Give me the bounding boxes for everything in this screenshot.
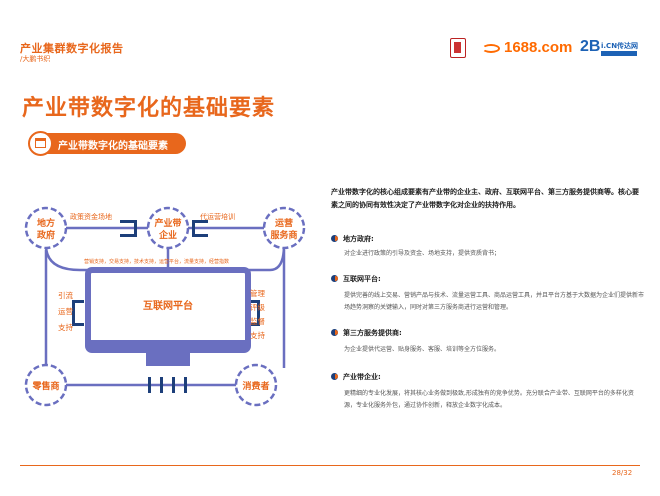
logo-2b-sub: i.CN传达网 bbox=[601, 42, 639, 50]
platform-label: 互联网平台 bbox=[143, 299, 193, 312]
gov-ent-link-label: 政策资金场地 bbox=[70, 212, 112, 221]
ent-ops-link-label: 代运营培训 bbox=[200, 212, 235, 221]
report-subtitle: /大鹏书织 bbox=[20, 55, 51, 63]
right-label-4: 支持 bbox=[250, 330, 265, 340]
right-label-2: 评级 bbox=[250, 302, 265, 312]
node-ops-line1: 运营 bbox=[275, 217, 293, 229]
bullet-gov-body: 对企业进行政策的引导及资金、场地支持，提供资质背书； bbox=[344, 250, 501, 257]
node-gov-line1: 地方 bbox=[37, 217, 55, 229]
left-label-2: 运营 bbox=[58, 306, 73, 316]
footer-divider bbox=[20, 465, 640, 466]
node-retail-circle bbox=[24, 363, 68, 407]
node-ent-line2: 企业 bbox=[158, 229, 177, 241]
node-consumer-label: 消费者 bbox=[242, 380, 269, 392]
bullet-dot-icon bbox=[331, 275, 338, 282]
right-label-1: 管理 bbox=[250, 288, 265, 298]
report-title: 产业集群数字化报告 bbox=[20, 42, 124, 55]
bullet-thirdparty-title-text: 第三方服务提供商: bbox=[343, 329, 402, 337]
section-label: 产业带数字化的基础要素 bbox=[58, 141, 168, 152]
left-label-1: 引流 bbox=[58, 290, 73, 300]
right-label-3: 监督 bbox=[250, 316, 265, 326]
bullet-enterprise-title-text: 产业带企业: bbox=[343, 373, 381, 381]
page-title: 产业带数字化的基础要素 bbox=[22, 96, 276, 121]
node-consumer-circle bbox=[234, 363, 278, 407]
node-ent-circle bbox=[146, 206, 190, 250]
node-ops-circle bbox=[262, 206, 306, 250]
bullet-enterprise-body: 更精细的专业化发展，将其核心业务做到极致,形成独有的竞争优势。充分联合产业带、互… bbox=[344, 390, 634, 409]
bullet-gov-title-text: 地方政府: bbox=[343, 235, 374, 243]
bullet-dot-icon bbox=[331, 329, 338, 336]
bullet-enterprise-title: 产业带企业: bbox=[331, 372, 381, 382]
logo-2b: 2B bbox=[580, 38, 601, 55]
internet-platform-monitor bbox=[85, 267, 251, 366]
services-line-label: 营销支持，交易支持，技术支持，运营平台，流量支持，经营指数 bbox=[84, 258, 229, 265]
bullet-gov-title: 地方政府: bbox=[331, 234, 374, 244]
logo-2b-bar bbox=[601, 51, 637, 56]
bullet-thirdparty-body: 为企业提供代运营、贴身服务、客服、培训等全方位服务。 bbox=[344, 346, 501, 353]
bullet-platform-body: 提供完善的线上交易、营销产品与技术、流量运营工具、商品运营工具，并且平台方基于大… bbox=[344, 292, 645, 311]
bullet-platform-title: 互联网平台: bbox=[331, 274, 381, 284]
section-icon-circle bbox=[28, 131, 53, 156]
node-ops-line2: 服务商 bbox=[270, 229, 297, 241]
bullet-dot-icon bbox=[331, 373, 338, 380]
bullet-thirdparty-title: 第三方服务提供商: bbox=[331, 328, 402, 338]
bullet-platform-title-text: 互联网平台: bbox=[343, 275, 381, 283]
page-number: 28/32 bbox=[612, 469, 633, 477]
ecosystem-diagram: 互联网平台 地方 政府 产业带 企业 运营 服务商 零售商 消费者 政策资金场地… bbox=[24, 206, 306, 407]
alibaba-logo bbox=[482, 44, 500, 53]
left-label-3: 支持 bbox=[58, 322, 73, 332]
connector-glyphs bbox=[72, 220, 260, 393]
intro-paragraph: 产业带数字化的核心组成要素有产业带的企业主、政府、互联网平台、第三方服务提供商等… bbox=[331, 188, 639, 209]
node-retail-label: 零售商 bbox=[31, 380, 59, 392]
node-gov-circle bbox=[24, 206, 68, 250]
node-gov-line2: 政府 bbox=[37, 229, 55, 241]
logo-1688: 1688.com bbox=[504, 39, 573, 56]
bullet-dot-icon bbox=[331, 235, 338, 242]
node-ent-line1: 产业带 bbox=[154, 217, 181, 229]
building-icon bbox=[35, 138, 46, 148]
section-pill bbox=[30, 133, 186, 154]
publisher-seal-logo bbox=[450, 38, 466, 58]
